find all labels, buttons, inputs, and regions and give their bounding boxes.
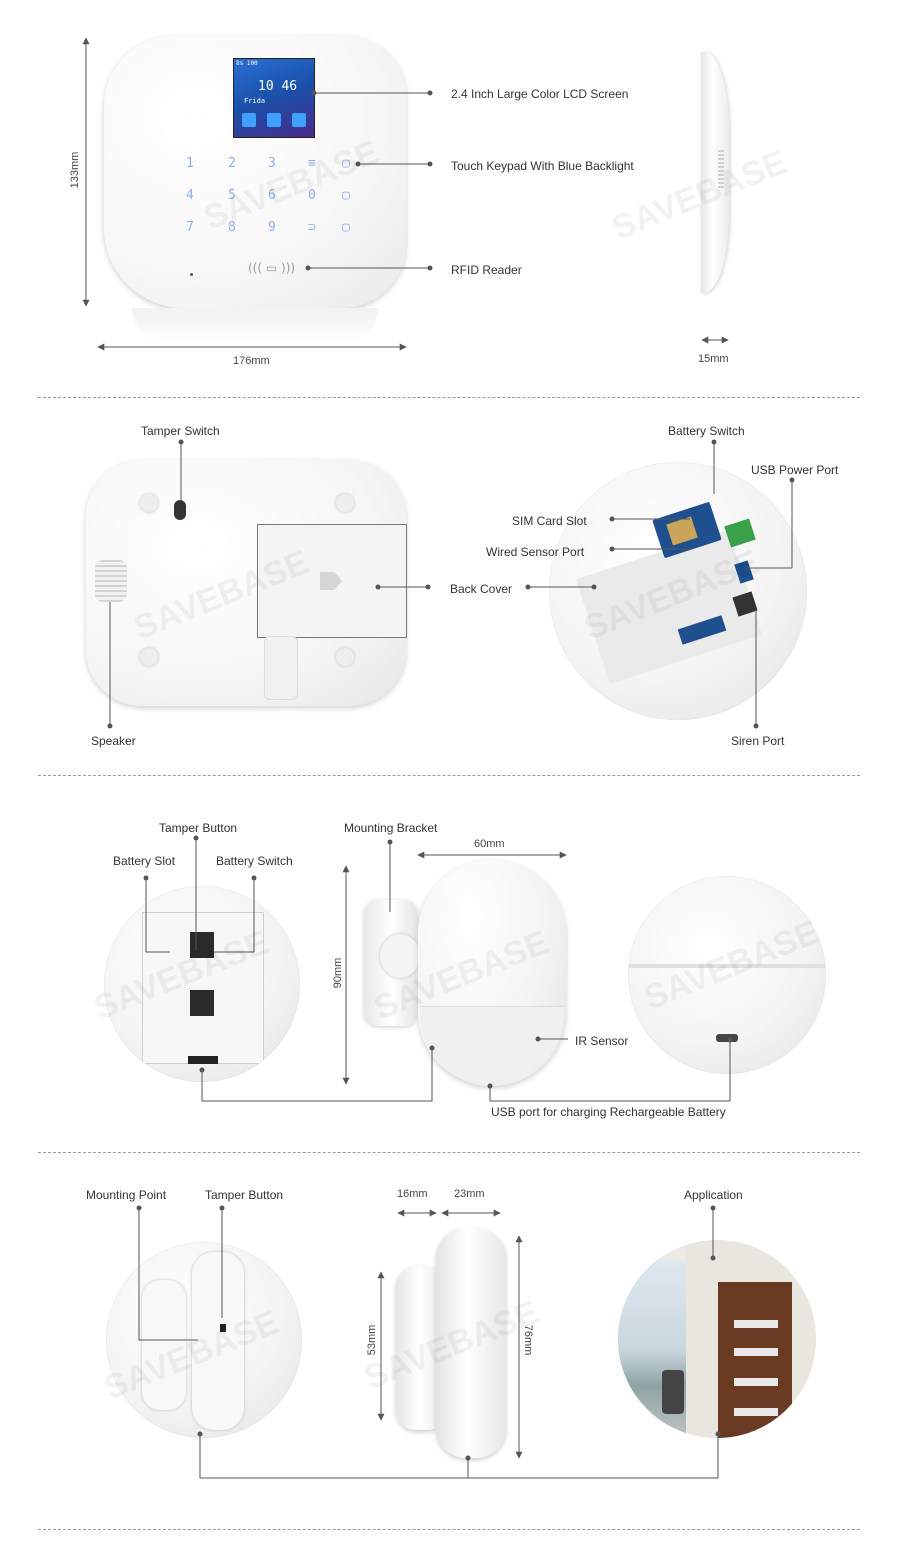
usb-port-callout: USB port for charging Rechargeable Batte… [491,1105,726,1119]
panel-side-body [701,52,729,292]
panel-interior-view [549,462,807,720]
door-sensor-body [436,1228,506,1458]
battery-switch-callout: Battery Switch [668,424,745,438]
key-home: ▢ [342,220,350,235]
usb-power-port-callout: USB Power Port [751,463,839,477]
lcd-time: 10 46 [258,79,298,94]
lcd-callout: 2.4 Inch Large Color LCD Screen [451,87,629,101]
section-divider-4 [38,1529,860,1530]
screw-hole-br [336,648,354,666]
dome-usb-port [716,1034,738,1042]
key-8: 8 [228,220,236,235]
mic-dot [190,273,193,276]
section-divider-1 [38,397,860,398]
magnet-width-dim: 16mm [397,1188,428,1200]
pir-width-dim: 60mm [474,838,505,850]
lcd-day: Frida [244,97,266,105]
key-lock: ▢ [342,156,350,171]
watermark-6: SAVEBASE [369,923,554,1027]
watermark-5: SAVEBASE [89,923,274,1027]
key-unlock: ▢ [342,188,350,203]
pir-dome-view [628,876,826,1074]
key-5: 5 [228,188,236,203]
key-back: ⊃ [308,220,316,235]
key-menu: ≡ [308,156,316,171]
key-4: 4 [186,188,194,203]
mounting-bracket-callout: Mounting Bracket [344,821,438,835]
watermark-4: SAVEBASE [579,543,764,647]
sensor-back [192,1252,244,1430]
key-9: 9 [268,220,276,235]
door-tamper-button-callout: Tamper Button [205,1188,284,1202]
sim-card-slot-callout: SIM Card Slot [512,514,587,528]
door-panel-1 [734,1320,778,1328]
door-panel-4 [734,1408,778,1416]
application-callout: Application [684,1188,743,1202]
panel-depth-dim: 15mm [698,353,729,365]
tamper-switch-callout: Tamper Switch [141,424,220,438]
ir-sensor-callout: IR Sensor [575,1034,629,1048]
key-0: 0 [308,188,316,203]
watermark-8: SAVEBASE [99,1303,284,1407]
screw-hole-tr [336,494,354,512]
section-divider-2 [38,775,860,776]
key-6: 6 [268,188,276,203]
watermark-1: SAVEBASE [199,133,384,237]
mounting-point-callout: Mounting Point [86,1188,167,1202]
pir-battery-compartment [104,886,300,1082]
cable-channel [264,636,298,700]
wired-sensor-port-callout: Wired Sensor Port [486,545,585,559]
screw-hole-tl [140,494,158,512]
dip-switch-1 [190,932,214,958]
rfid-icon: ((( ▭ ))) [248,261,296,275]
side-vent [718,150,724,190]
siren-port-callout: Siren Port [731,734,785,748]
speaker-callout: Speaker [91,734,136,748]
usb-slot [188,1056,218,1064]
panel-reflection [132,308,378,344]
bracket-ball-joint [380,934,420,978]
application-photo [618,1240,816,1438]
tamper-button-callout: Tamper Button [159,821,238,835]
sensor-width-dim: 23mm [454,1188,485,1200]
watermark-7: SAVEBASE [639,913,824,1017]
keypad-callout: Touch Keypad With Blue Backlight [451,159,634,173]
watermark-3: SAVEBASE [129,543,314,647]
speaker-grille [95,560,127,602]
tamper-switch-knob [174,500,186,520]
key-1: 1 [186,156,194,171]
plant [662,1370,684,1414]
lock-icon-1 [242,113,256,127]
rfid-callout: RFID Reader [451,263,522,277]
magnet-back [142,1280,186,1410]
door [718,1282,792,1438]
lock-icon-3 [292,113,306,127]
screw-hole-bl [140,648,158,666]
lock-icon-2 [267,113,281,127]
key-7: 7 [186,220,194,235]
tamper-button-dot [220,1324,226,1332]
door-panel-2 [734,1348,778,1356]
back-cover-arrow-icon [320,572,342,590]
battery-slot-callout: Battery Slot [113,854,176,868]
key-2: 2 [228,156,236,171]
pir-battery-switch-callout: Battery Switch [216,854,293,868]
lcd-status: 8s 100 [236,60,258,67]
lcd-screen: 8s 100 10 46 Frida [233,58,315,138]
watermark-9: SAVEBASE [359,1293,544,1397]
section-divider-3 [38,1152,860,1153]
key-3: 3 [268,156,276,171]
panel-width-dim: 176mm [233,355,270,367]
dip-switch-2 [190,990,214,1016]
door-panel-3 [734,1378,778,1386]
watermark-2: SAVEBASE [607,143,792,247]
dome-seam [628,964,826,968]
back-cover-callout: Back Cover [450,582,513,596]
